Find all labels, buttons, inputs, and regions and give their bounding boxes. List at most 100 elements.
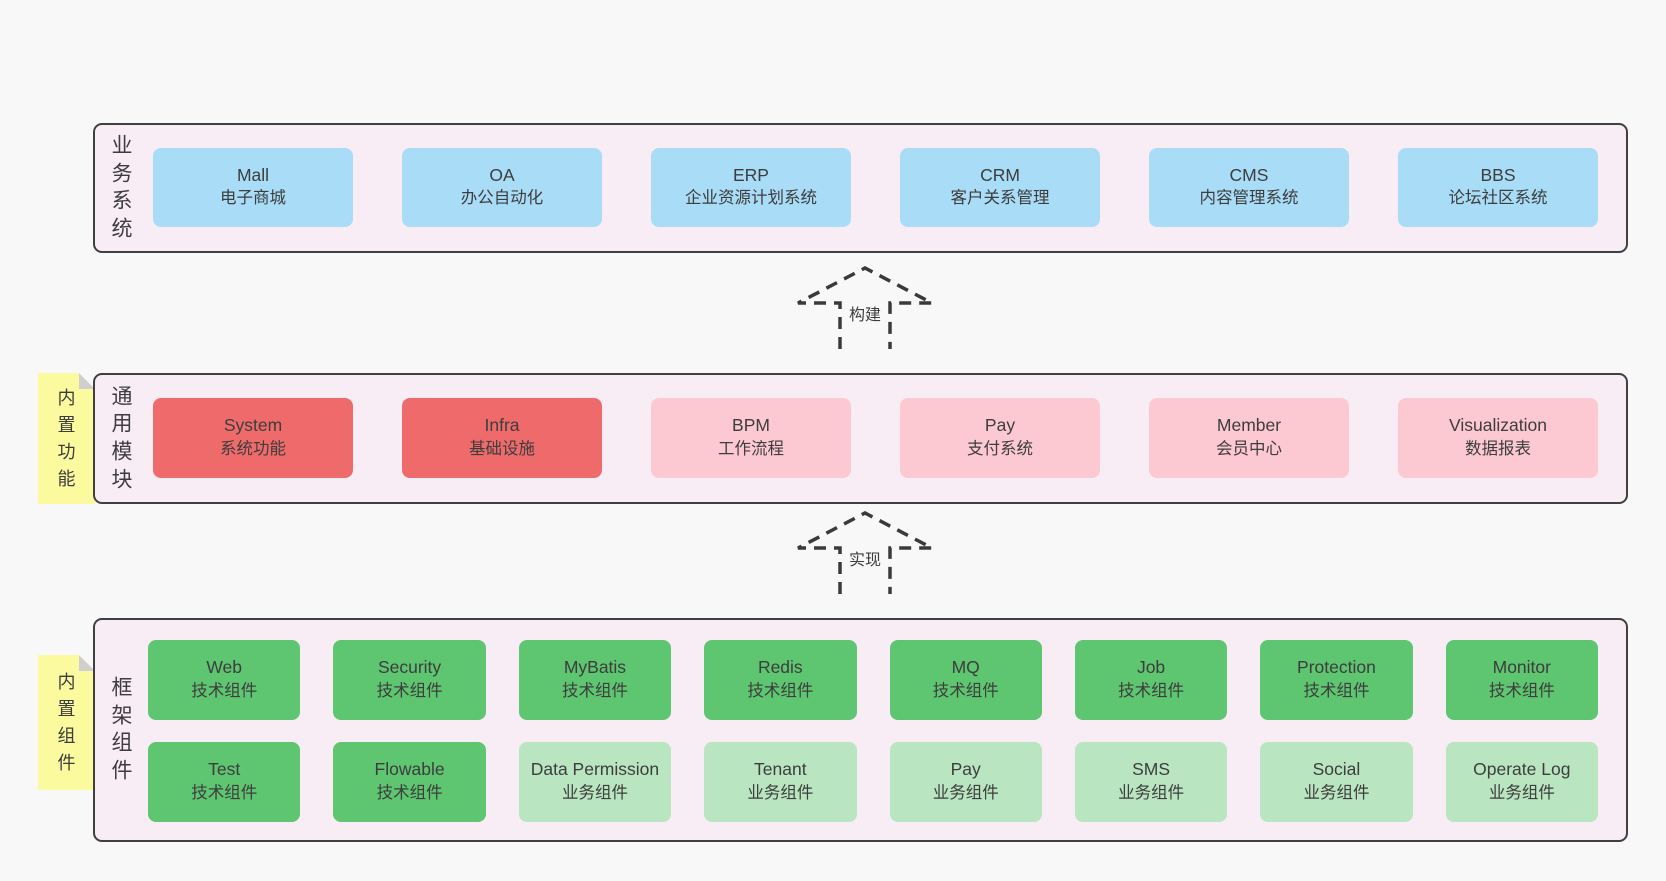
layer-business-content: Mall 电子商城 OA 办公自动化 ERP 企业资源计划系统 CRM 客户关系… [153, 148, 1598, 227]
box-tenant: Tenant 业务组件 [704, 742, 857, 822]
layer-label-framework-components: 框架组件 [111, 676, 133, 783]
box-bpm: BPM 工作流程 [651, 398, 851, 478]
box-subtitle: 技术组件 [191, 681, 258, 700]
box-subtitle: 业务组件 [1488, 783, 1555, 802]
box-subtitle: 系统功能 [220, 439, 286, 458]
box-subtitle: 业务组件 [932, 783, 999, 802]
box-oa: OA 办公自动化 [402, 148, 602, 227]
box-title: Test [208, 759, 241, 780]
box-bbs: BBS 论坛社区系统 [1398, 148, 1598, 227]
box-erp: ERP 企业资源计划系统 [651, 148, 851, 227]
box-redis: Redis 技术组件 [704, 640, 857, 720]
box-crm: CRM 客户关系管理 [900, 148, 1100, 227]
box-subtitle: 客户关系管理 [950, 189, 1050, 208]
box-subtitle: 业务组件 [561, 783, 628, 802]
box-title: Redis [757, 657, 803, 678]
box-title: Member [1216, 415, 1282, 436]
box-protection: Protection 技术组件 [1260, 640, 1413, 720]
arrow-build-label: 构建 [845, 301, 885, 325]
layer-common-content: System 系统功能 Infra 基础设施 BPM 工作流程 Pay 支付系统… [153, 398, 1598, 478]
box-subtitle: 技术组件 [191, 783, 258, 802]
box-subtitle: 会员中心 [1216, 439, 1282, 458]
box-subtitle: 论坛社区系统 [1448, 189, 1548, 208]
box-title: Mall [236, 164, 270, 185]
box-infra: Infra 基础设施 [402, 398, 602, 478]
box-title: CRM [980, 164, 1020, 185]
box-subtitle: 业务组件 [1118, 783, 1185, 802]
box-subtitle: 技术组件 [376, 783, 443, 802]
arrow-implement-label: 实现 [845, 546, 885, 570]
box-flowable: Flowable 技术组件 [333, 742, 486, 822]
dashed-up-arrow-icon [797, 266, 933, 349]
box-title: Monitor [1492, 657, 1551, 678]
box-title: Operate Log [1473, 759, 1571, 780]
box-title: BBS [1480, 164, 1516, 185]
dashed-up-arrow-icon [797, 511, 933, 594]
box-job: Job 技术组件 [1074, 640, 1228, 720]
box-title: Pay [984, 415, 1016, 436]
box-subtitle: 工作流程 [718, 439, 784, 458]
note-label: 内置功能 [57, 387, 76, 489]
box-title: Data Permission [530, 759, 660, 780]
box-operate-log: Operate Log 业务组件 [1445, 742, 1598, 822]
box-test: Test 技术组件 [148, 742, 301, 822]
box-subtitle: 办公自动化 [460, 189, 544, 208]
box-mall: Mall 电子商城 [153, 148, 353, 227]
box-system: System 系统功能 [153, 398, 353, 478]
box-web: Web 技术组件 [148, 640, 301, 720]
box-title: CMS [1229, 164, 1269, 185]
box-subtitle: 技术组件 [561, 681, 628, 700]
box-title: Web [206, 657, 243, 678]
arrow-build: 构建 [795, 265, 935, 349]
note-built-in-components: 内置组件 [38, 655, 95, 790]
box-mq: MQ 技术组件 [889, 640, 1042, 720]
box-member: Member 会员中心 [1149, 398, 1349, 478]
box-subtitle: 技术组件 [932, 681, 999, 700]
box-title: MQ [951, 657, 980, 678]
box-visualization: Visualization 数据报表 [1398, 398, 1598, 478]
box-monitor: Monitor 技术组件 [1445, 640, 1598, 720]
box-title: OA [489, 164, 515, 185]
box-mybatis: MyBatis 技术组件 [518, 640, 672, 720]
box-sms: SMS 业务组件 [1074, 742, 1228, 822]
note-label: 内置组件 [57, 671, 76, 773]
box-title: Tenant [754, 759, 807, 780]
box-title: Infra [484, 415, 520, 436]
box-social: Social 业务组件 [1260, 742, 1413, 822]
arrow-implement: 实现 [795, 510, 935, 594]
box-title: Pay [950, 759, 981, 780]
box-data-permission: Data Permission 业务组件 [518, 742, 672, 822]
box-subtitle: 电子商城 [220, 189, 286, 208]
box-title: ERP [733, 164, 769, 185]
box-title: Job [1136, 657, 1166, 678]
box-subtitle: 数据报表 [1465, 439, 1531, 458]
box-subtitle: 技术组件 [1118, 681, 1185, 700]
box-subtitle: 企业资源计划系统 [685, 189, 817, 208]
layer-business-systems: 业务系统 Mall 电子商城 OA 办公自动化 ERP 企业资源计划系统 CRM… [93, 123, 1628, 253]
box-subtitle: 支付系统 [967, 439, 1033, 458]
box-title: Visualization [1449, 415, 1547, 436]
box-title: Social [1312, 759, 1361, 780]
layer-common-modules: 通用模块 System 系统功能 Infra 基础设施 BPM 工作流程 Pay… [93, 373, 1628, 504]
box-title: Protection [1297, 657, 1376, 678]
box-pay-biz: Pay 业务组件 [889, 742, 1042, 822]
layer-framework-components: 框架组件 Web 技术组件 Security 技术组件 MyBatis 技术组件… [93, 618, 1628, 842]
box-subtitle: 基础设施 [469, 439, 535, 458]
box-subtitle: 技术组件 [1303, 681, 1370, 700]
box-subtitle: 技术组件 [747, 681, 814, 700]
box-pay-system: Pay 支付系统 [900, 398, 1100, 478]
box-subtitle: 业务组件 [747, 783, 814, 802]
box-title: MyBatis [563, 657, 627, 678]
box-security: Security 技术组件 [333, 640, 486, 720]
layer-label-business-systems: 业务系统 [111, 134, 133, 241]
box-subtitle: 技术组件 [1488, 681, 1555, 700]
layer-framework-content: Web 技术组件 Security 技术组件 MyBatis 技术组件 Redi… [148, 640, 1598, 822]
box-title: System [223, 415, 283, 436]
note-built-in-features: 内置功能 [38, 373, 95, 504]
box-title: SMS [1132, 759, 1171, 780]
box-title: Security [377, 657, 442, 678]
box-subtitle: 业务组件 [1303, 783, 1370, 802]
box-subtitle: 内容管理系统 [1199, 189, 1299, 208]
box-subtitle: 技术组件 [376, 681, 443, 700]
